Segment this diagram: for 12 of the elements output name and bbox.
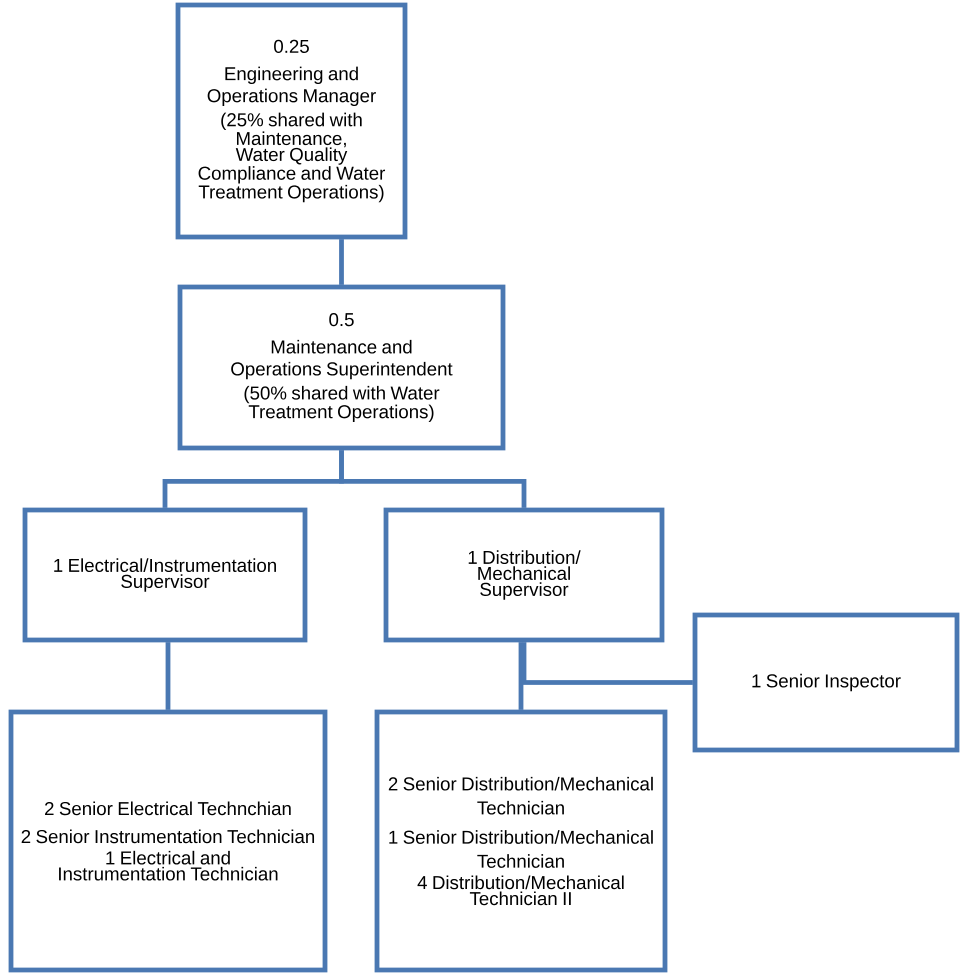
position-box: 1 Electrical/Instrumentation Supervisor: [22, 508, 308, 642]
position-box: 1 Distribution/ Mechanical Supervisor: [384, 508, 664, 642]
position-box: 0.25 Engineering and Operations Manager (25% shared with Maintenance, Water Quality Compliance and Water Treatment Operations): [176, 2, 408, 240]
connector-line: [339, 239, 344, 285]
connector-line: [339, 450, 526, 508]
position-box: 1 Senior Inspector: [692, 612, 960, 752]
position-box: 2 Senior Electrical Technchian 2 Senior Instrumentation Technician 1 Electrical and Instrumentation Technician: [8, 710, 328, 972]
connector-line: [166, 642, 170, 710]
connector-line: [522, 642, 693, 685]
position-box: 0.5 Maintenance and Operations Superintendent (50% shared with Water Treatment Operations): [178, 284, 506, 450]
position-box: 2 Senior Distribution/Mechanical Technician 1 Senior Distribution/Mechanical Technician 4 Distribution/Mechanical Technician II: [374, 710, 668, 972]
connector-line: [518, 642, 524, 710]
